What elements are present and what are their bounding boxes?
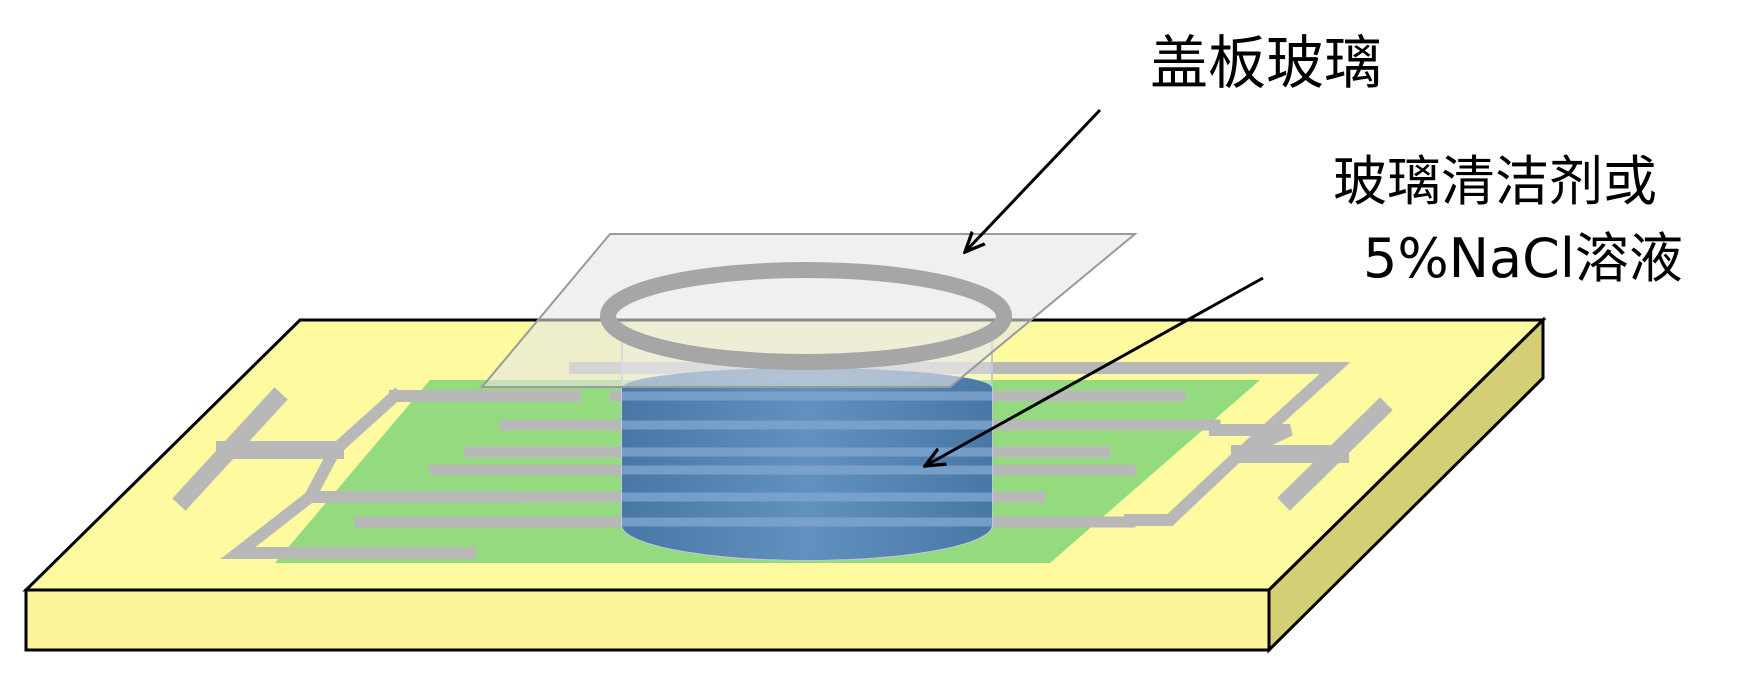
left-bus-lower bbox=[326, 387, 404, 459]
right-bus-3 bbox=[1209, 424, 1293, 463]
solution-arrow bbox=[925, 276, 1264, 466]
substrate-side bbox=[1267, 316, 1545, 654]
cover-glass-arrow bbox=[965, 108, 1102, 252]
solution-label-line1: 玻璃清洁剂或 bbox=[1333, 150, 1657, 213]
left-bus-3 bbox=[220, 488, 476, 559]
solution-label-line2: 5%NaCl溶液 bbox=[1363, 227, 1683, 290]
right-bus-2 bbox=[1124, 445, 1249, 526]
sealing-ring bbox=[600, 262, 1012, 370]
liquid bbox=[622, 368, 992, 560]
substrate-front bbox=[24, 588, 1271, 652]
cover-glass-label: 盖板玻璃 bbox=[1150, 29, 1382, 97]
